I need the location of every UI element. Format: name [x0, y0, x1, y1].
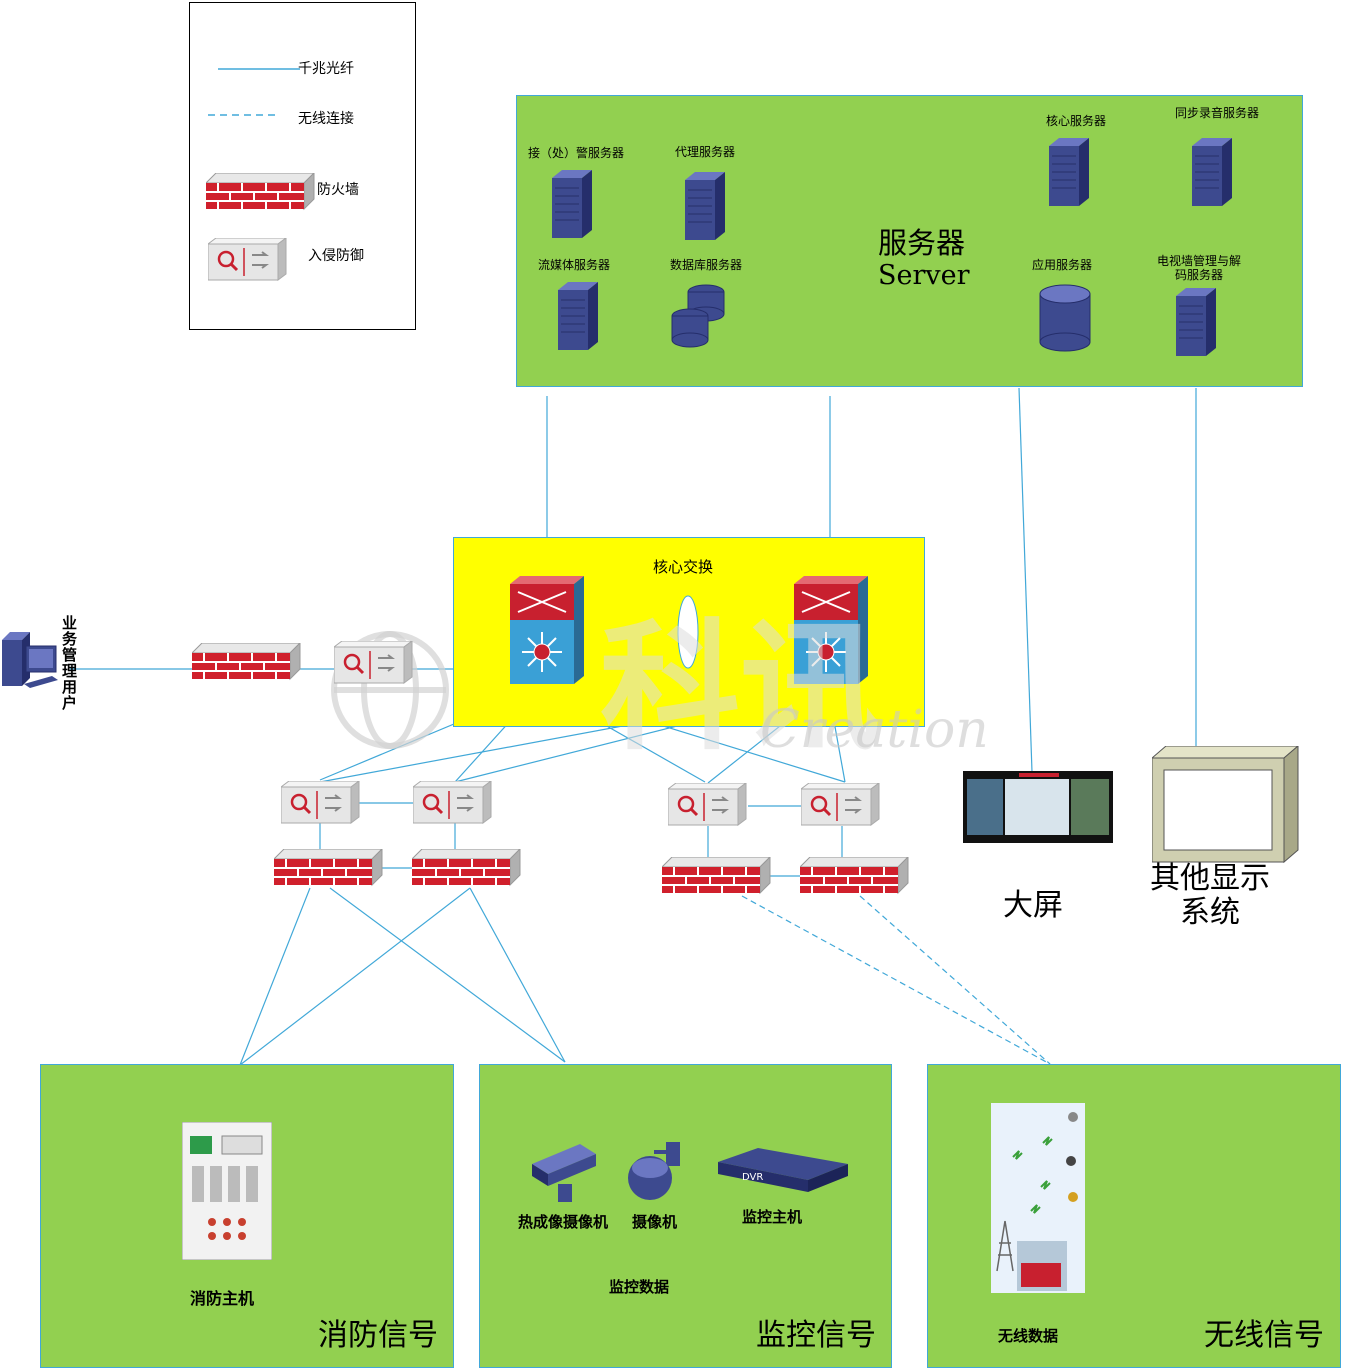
- video-wall-icon: [963, 771, 1113, 843]
- server-label: 电视墙管理与解码服务器: [1156, 254, 1241, 282]
- wireless-link: [859, 895, 1051, 1065]
- monitor-signal-title: 监控信号: [756, 1318, 876, 1353]
- globe-watermark-icon: [331, 631, 449, 749]
- database-icon: [671, 284, 725, 348]
- ips-icon: [208, 238, 288, 282]
- ips-icon: [668, 783, 748, 827]
- ips-icon: [801, 783, 881, 827]
- watermark: 科讯: [600, 607, 881, 770]
- solid-line-icon: [218, 68, 300, 70]
- wireless-signal-title: 无线信号: [1204, 1318, 1324, 1353]
- server-group-title: 服务器: [878, 226, 966, 260]
- ips-icon: [334, 641, 414, 685]
- other-display-label: 其他显示系统: [1150, 861, 1270, 930]
- firewall-icon: [662, 857, 771, 894]
- firewall-icon: [412, 849, 521, 886]
- server-rack-icon: [558, 282, 599, 351]
- server-tower-icon: [1049, 138, 1090, 207]
- link-line: [329, 887, 566, 1063]
- server-label: 流媒体服务器: [538, 258, 611, 272]
- dvr-text: DVR: [742, 1172, 763, 1183]
- workstation-icon: [1176, 288, 1217, 357]
- wireless-collage-icon: [991, 1103, 1085, 1293]
- dashed-line-icon: [208, 114, 280, 116]
- link-aggregation-icon: [677, 595, 699, 669]
- user-label: 业务管理用户: [62, 614, 78, 712]
- legend-label: 防火墙: [317, 182, 359, 198]
- watermark-en: Creation: [760, 700, 989, 760]
- firewall-icon: [206, 173, 315, 210]
- firewall-icon: [274, 849, 383, 886]
- server-group-title-en: Server: [878, 260, 970, 291]
- dome-camera-icon: [628, 1142, 680, 1200]
- firewall-icon: [800, 857, 909, 894]
- link-line: [239, 887, 471, 1066]
- wireless-link: [741, 895, 1051, 1065]
- core-switch-icon: [510, 576, 585, 685]
- server-label: 代理服务器: [675, 145, 736, 159]
- monitor-host-label: 监控主机: [742, 1208, 803, 1226]
- big-screen-label: 大屏: [1003, 888, 1063, 923]
- server-label: 接（处）警服务器: [528, 146, 625, 160]
- core-title: 核心交换: [653, 558, 714, 576]
- legend-label: 入侵防御: [308, 248, 364, 264]
- legend-label: 千兆光纤: [298, 61, 354, 77]
- legend-box: 千兆光纤 无线连接 防火墙 入侵防御: [189, 2, 416, 330]
- fire-signal-title: 消防信号: [318, 1318, 438, 1353]
- ips-icon: [413, 781, 493, 825]
- fire-host-label: 消防主机: [190, 1289, 255, 1308]
- thermal-camera-icon: [532, 1144, 596, 1202]
- monitor-signal-group: [479, 1064, 892, 1368]
- firewall-icon: [192, 643, 301, 680]
- server-tower-icon: [552, 170, 593, 239]
- legend-label: 无线连接: [298, 111, 354, 127]
- app-server-icon: [1039, 284, 1091, 352]
- ips-icon: [281, 781, 361, 825]
- link-line: [239, 887, 311, 1066]
- thermal-camera-label: 热成像摄像机: [518, 1213, 609, 1231]
- server-label: 核心服务器: [1046, 114, 1107, 128]
- dvr-icon: DVR: [718, 1148, 848, 1192]
- workstation-icon: [1192, 138, 1233, 207]
- link-line: [469, 887, 566, 1063]
- monitor-icon: [1152, 746, 1299, 864]
- fire-alarm-panel-icon: [182, 1122, 272, 1260]
- server-label: 同步录音服务器: [1174, 106, 1259, 120]
- server-label: 应用服务器: [1032, 258, 1093, 272]
- monitor-data-label: 监控数据: [609, 1278, 670, 1296]
- wireless-data-label: 无线数据: [998, 1327, 1059, 1345]
- link-line: [1018, 387, 1033, 773]
- camera-label: 摄像机: [632, 1213, 678, 1231]
- server-label: 数据库服务器: [670, 258, 743, 272]
- user-computer-icon: [2, 632, 58, 688]
- server-tower-icon: [685, 172, 726, 241]
- server-group: [516, 95, 1303, 387]
